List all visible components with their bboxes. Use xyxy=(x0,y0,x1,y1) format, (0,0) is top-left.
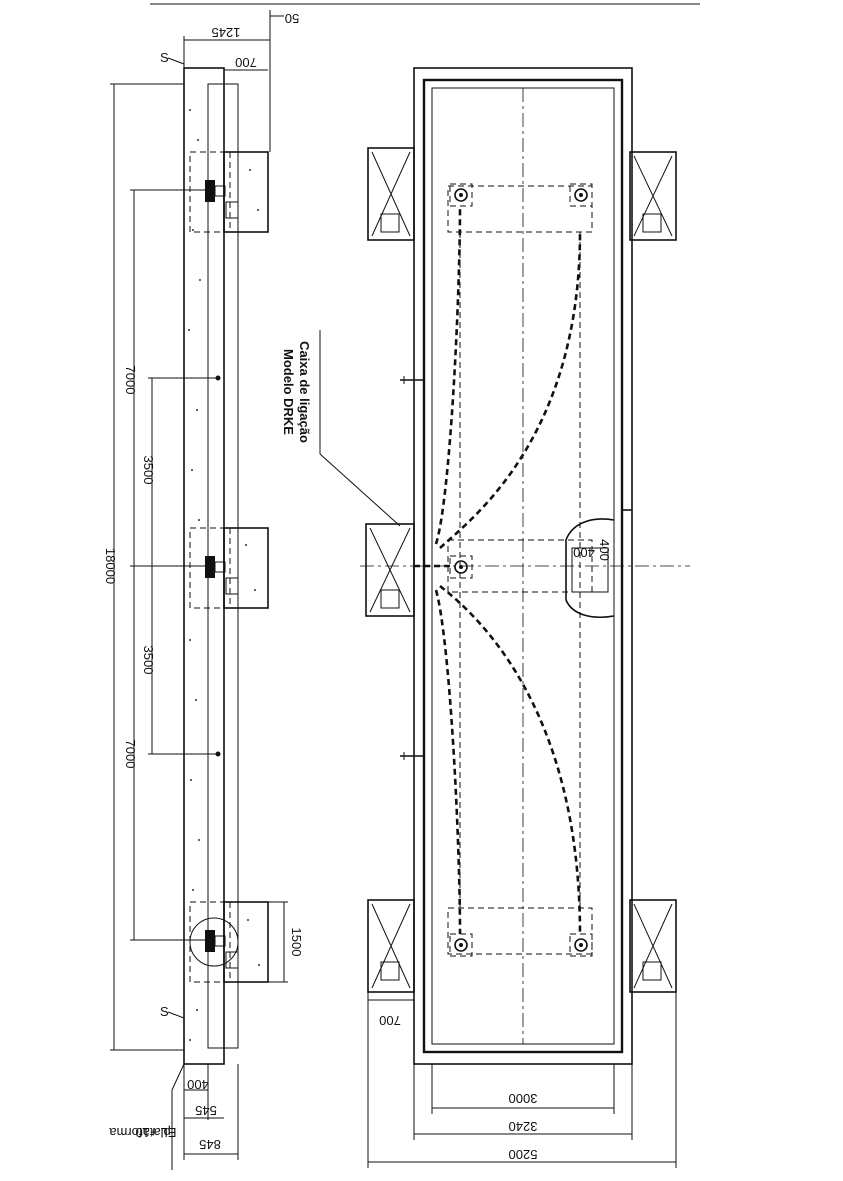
side-box-bottom-left xyxy=(367,899,415,993)
deck-plate xyxy=(223,83,239,1049)
dim-span-end-a: 7000 xyxy=(123,366,138,395)
dim-inner-width: 3000 xyxy=(509,1091,538,1106)
load-cell-middle xyxy=(205,556,239,595)
junction-box-label-line2: Modelo DRKE xyxy=(281,349,296,435)
platform-label: plataforma xyxy=(109,1125,171,1140)
cable-run-top-left xyxy=(434,205,462,545)
cable-run-bottom-right xyxy=(439,584,582,935)
slope-mark-bottom: S xyxy=(160,1004,169,1019)
pit-outline-top xyxy=(189,151,231,233)
elevation-view: S S 18000 7000 7000 3500 3500 1245 50 70… xyxy=(103,10,304,1170)
node-marker-upper xyxy=(215,375,221,381)
junction-box xyxy=(365,523,415,617)
pit-outline-middle xyxy=(189,527,231,609)
dim-bottom-step: 400 xyxy=(187,1077,209,1092)
dim-total-length: 18000 xyxy=(103,548,118,584)
plan-view: 400 400 Caixa de ligação Modelo DRKE 700… xyxy=(281,67,690,1168)
dim-span-mid-b: 3500 xyxy=(141,646,156,675)
niche-outline xyxy=(565,518,615,618)
dim-top-width: 1245 xyxy=(212,25,241,40)
junction-box-leader xyxy=(319,453,401,527)
dim-foot-height: 1500 xyxy=(289,928,304,957)
cable-run-bottom-left xyxy=(434,589,462,935)
foundation-block-top xyxy=(223,151,269,233)
detail-circle xyxy=(189,917,239,967)
foundation-block-middle xyxy=(223,527,269,609)
load-cell-plan-bottom-right xyxy=(569,933,593,957)
support-beam-top xyxy=(447,185,593,233)
drain-pipe-lower xyxy=(400,752,424,760)
side-box-bottom-right xyxy=(629,899,677,993)
cable-run-top-right xyxy=(439,231,582,549)
dim-top-step: 700 xyxy=(235,55,257,70)
load-cell-plan-bottom-left xyxy=(449,933,473,957)
load-cell-plan-middle xyxy=(449,555,473,579)
dim-mid-width: 3240 xyxy=(509,1119,538,1134)
side-box-top-right xyxy=(629,151,677,241)
platform-leader xyxy=(171,1063,185,1091)
dim-niche-b: 400 xyxy=(597,539,612,561)
load-cell-plan-top-left xyxy=(449,183,473,207)
slope-mark-bottom-leader xyxy=(167,1011,185,1019)
load-cell-bottom xyxy=(205,930,239,969)
dim-outer-width: 5200 xyxy=(509,1147,538,1162)
support-beam-bottom xyxy=(447,907,593,955)
concrete-texture xyxy=(188,109,260,1041)
niche-box xyxy=(571,547,609,593)
drain-pipe-upper xyxy=(400,376,424,384)
dim-top-offset: 50 xyxy=(285,11,299,26)
load-cell-top xyxy=(205,180,239,219)
foundation-block-bottom xyxy=(223,901,269,983)
node-marker-lower xyxy=(215,751,221,757)
dim-niche-a: 400 xyxy=(573,545,595,560)
junction-box-label-line1: Caixa de ligação xyxy=(297,341,312,443)
dim-span-end-b: 7000 xyxy=(123,740,138,769)
dim-bottom-width: 845 xyxy=(199,1137,221,1152)
dim-span-mid-a: 3500 xyxy=(141,456,156,485)
load-cell-plan-top-right xyxy=(569,183,593,207)
slope-mark-top-leader xyxy=(167,57,185,65)
dim-side-box-offset: 700 xyxy=(379,1013,401,1028)
slope-mark-top: S xyxy=(160,50,169,65)
side-box-top-left xyxy=(367,147,415,241)
platform-level-label: EL +10 xyxy=(135,1125,176,1140)
dim-bottom-sub: 545 xyxy=(195,1103,217,1118)
